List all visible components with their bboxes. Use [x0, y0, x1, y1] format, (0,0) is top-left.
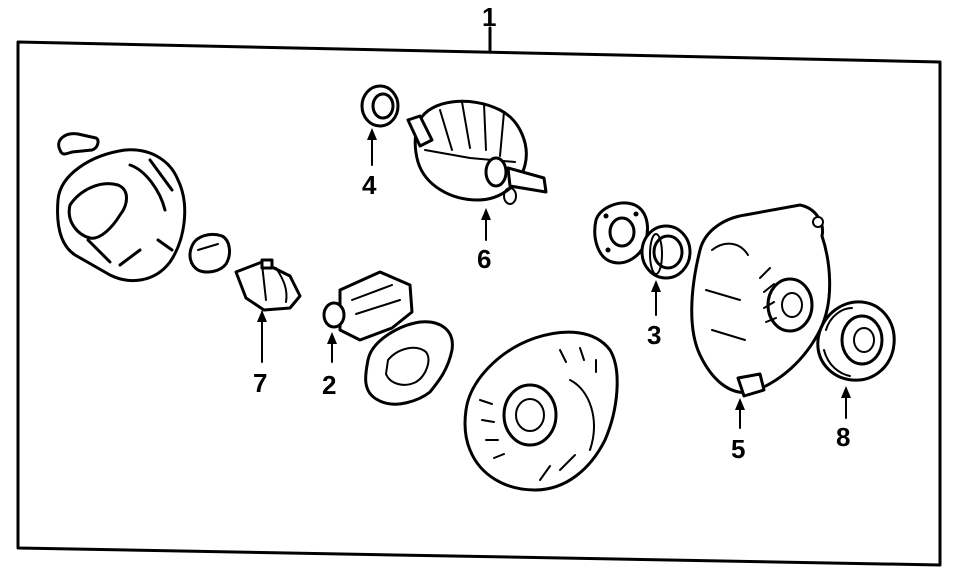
callout-8-arrowhead	[841, 386, 851, 398]
front-housing-5	[690, 203, 832, 398]
brush-cap	[188, 232, 231, 274]
rectifier-plate	[364, 320, 454, 406]
terminal-connector-7	[234, 258, 302, 312]
pulley-8	[816, 300, 896, 382]
callout-2-arrowhead	[327, 332, 337, 344]
assembly-frame	[16, 40, 942, 567]
callout-2: 2	[322, 370, 336, 400]
callout-8: 8	[836, 422, 850, 452]
callout-4-arrowhead	[367, 128, 377, 140]
rotor-6	[406, 99, 548, 205]
callout-5-arrowhead	[735, 398, 745, 410]
callout-3: 3	[647, 320, 661, 350]
stator-housing	[463, 330, 619, 492]
callout-3-arrowhead	[651, 280, 661, 292]
callout-7: 7	[253, 368, 267, 398]
callout-6-arrowhead	[481, 208, 491, 220]
brush-holder-2	[322, 270, 414, 342]
seal-plate	[593, 201, 649, 265]
callout-7-arrowhead	[257, 310, 267, 322]
bearing-3	[640, 224, 692, 280]
callout-6: 6	[477, 244, 491, 274]
callout-1: 1	[482, 2, 496, 32]
callout-4: 4	[362, 170, 377, 200]
callout-5: 5	[731, 434, 745, 464]
rear-cover	[56, 132, 187, 283]
bearing-4	[360, 84, 400, 128]
